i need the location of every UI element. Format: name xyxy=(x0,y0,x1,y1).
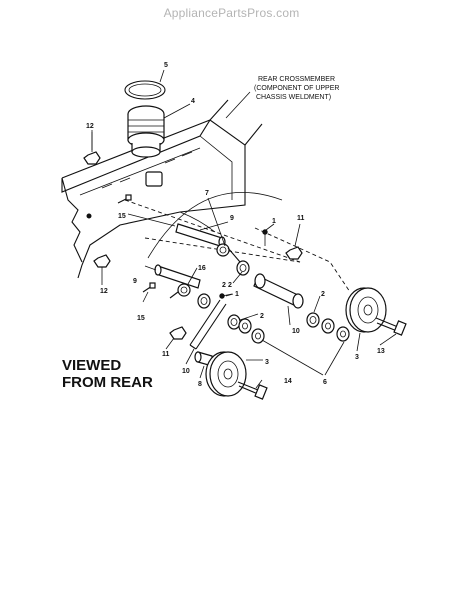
spacer-1 xyxy=(236,260,250,276)
callout-9-lower: 9 xyxy=(133,278,137,285)
torsion-spring-lower xyxy=(169,283,191,299)
callout-11-rear: 11 xyxy=(297,215,305,222)
callout-13: 13 xyxy=(377,348,385,355)
pivot-rod-lower xyxy=(154,264,201,289)
view-label-line-2: FROM REAR xyxy=(62,374,153,391)
bolt-lower xyxy=(142,282,156,293)
washer-2 xyxy=(251,328,265,344)
idler-pulley-front xyxy=(205,351,247,397)
nut-rear xyxy=(285,246,303,260)
idler-pulley-rear xyxy=(345,287,387,333)
callout-15-upper: 15 xyxy=(118,213,126,220)
callout-10-front: 10 xyxy=(182,368,190,375)
view-label-line-1: VIEWED xyxy=(62,357,121,374)
nut-front xyxy=(169,326,187,340)
callout-5: 5 xyxy=(164,62,168,69)
grease-fitting-upper xyxy=(262,229,268,246)
callout-10-rear: 10 xyxy=(292,328,300,335)
callout-6: 6 xyxy=(323,379,327,386)
spacer-3 xyxy=(227,314,241,330)
crossmember-leader xyxy=(225,91,251,119)
callout-2-c: 2 xyxy=(260,313,264,320)
callout-16: 16 xyxy=(198,265,206,272)
grease-fitting-lower xyxy=(219,293,233,299)
spacer-2 xyxy=(197,293,211,309)
callout-12-lower: 12 xyxy=(100,288,108,295)
callout-3-rear: 3 xyxy=(355,354,359,361)
callout-12-upper: 12 xyxy=(86,123,94,130)
watermark: AppliancePartsPros.com xyxy=(163,6,300,20)
washer-1 xyxy=(238,318,252,334)
pulley-bolt-rear xyxy=(375,317,407,336)
idler-arm-rear xyxy=(253,273,304,309)
callout-2-b: 2 xyxy=(222,282,226,289)
bearing-hub xyxy=(127,103,191,158)
callout-9-upper: 9 xyxy=(230,215,234,222)
idler-arm-front xyxy=(189,299,227,350)
callout-2-a: 2 xyxy=(228,282,232,289)
callout-2-d: 2 xyxy=(321,291,325,298)
pivot-path-rear xyxy=(254,227,351,293)
belt-arc xyxy=(147,192,283,259)
note-line-2: (COMPONENT OF UPPER xyxy=(254,85,339,92)
note-line-3: CHASSIS WELDMENT) xyxy=(256,94,331,101)
washer-4 xyxy=(336,326,350,342)
pulley-bolt-front xyxy=(237,381,268,400)
callout-15-lower: 15 xyxy=(137,315,145,322)
callout-11-front: 11 xyxy=(162,351,170,358)
callout-leaders xyxy=(91,132,397,389)
callout-1-upper: 1 xyxy=(272,218,276,225)
pivot-path-upper xyxy=(124,199,301,263)
callout-3-front: 3 xyxy=(265,359,269,366)
callout-1-lower: 1 xyxy=(235,291,239,298)
spacer-4 xyxy=(306,312,320,328)
retaining-ring xyxy=(124,69,166,100)
nut-lower xyxy=(93,254,111,285)
callout-4: 4 xyxy=(191,98,195,105)
washer-3 xyxy=(321,318,335,334)
callout-14: 14 xyxy=(284,378,292,385)
callout-8: 8 xyxy=(198,381,202,388)
note-line-1: REAR CROSSMEMBER xyxy=(258,76,335,83)
bolt-upper xyxy=(117,194,132,204)
callout-7: 7 xyxy=(205,190,209,197)
rear-crossmember xyxy=(61,99,263,279)
